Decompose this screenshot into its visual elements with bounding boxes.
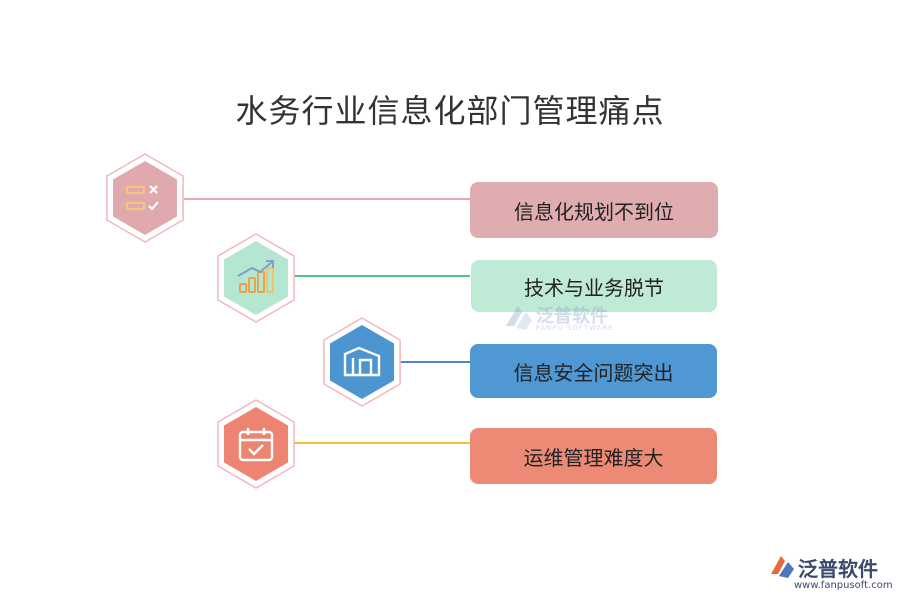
corner-watermark: 泛普软件 www.fanpusoft.com xyxy=(768,552,894,596)
hexagon-fill-3 xyxy=(330,325,394,399)
pain-point-label-3: 信息安全问题突出 xyxy=(470,344,717,398)
center-watermark: 泛普软件 FANPU SOFTWARE xyxy=(502,300,622,340)
building-icon xyxy=(343,346,381,377)
pain-point-label-4: 运维管理难度大 xyxy=(470,428,717,484)
pain-point-row-1 xyxy=(106,153,470,243)
fanpu-corner-logo-icon xyxy=(771,556,794,578)
hexagon-fill-4 xyxy=(224,407,288,481)
bar-chart-growth-icon xyxy=(237,260,274,293)
checklist-icon xyxy=(126,185,159,211)
watermark-cn-text: 泛普软件 xyxy=(536,306,608,327)
pain-point-label-1: 信息化规划不到位 xyxy=(470,182,718,238)
hexagon-fill-2 xyxy=(224,241,288,315)
calendar-check-icon xyxy=(238,428,274,462)
pain-point-label-2: 技术与业务脱节 xyxy=(471,260,717,312)
pain-point-row-2 xyxy=(217,233,470,323)
pain-point-row-4 xyxy=(217,399,470,489)
hexagon-fill-1 xyxy=(113,161,177,235)
fanpu-logo-icon xyxy=(506,306,532,330)
pain-point-row-3 xyxy=(323,317,470,407)
corner-watermark-url: www.fanpusoft.com xyxy=(794,580,893,591)
corner-watermark-cn: 泛普软件 xyxy=(798,557,878,581)
watermark-en-text: FANPU SOFTWARE xyxy=(536,324,614,332)
diagram-title: 水务行业信息化部门管理痛点 xyxy=(235,92,665,130)
